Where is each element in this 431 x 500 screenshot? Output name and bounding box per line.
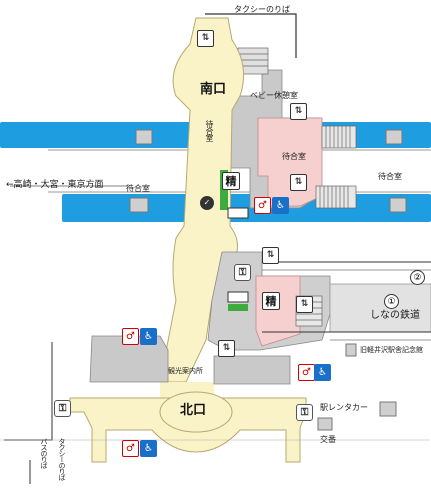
accessible-icon: ♿ [272,197,289,214]
fare-adjustment-lower: 精 [262,292,280,310]
station-building-right-lower [213,355,291,385]
rental-car-building [379,401,397,417]
accessible-icon: ♿ [314,364,331,381]
accessible-icon: ♿ [140,440,157,457]
toilet-icon: ♂ [122,328,139,345]
shelter-left-bottom [129,197,149,213]
direction-label: ←高崎・大宮・東京方面 [6,180,104,190]
south-exit-label: 南口 [200,82,227,97]
waiting-room-pink-label: 待合室 [282,152,306,161]
track-1-badge: ① [384,294,399,309]
baby-room-label: ベビー休憩室 [250,91,298,100]
shelter-right-bottom [389,197,407,213]
waiting-room-concourse-label: 待合室 [205,120,214,141]
memorial-label: 旧軽井沢駅舎記念館 [360,346,423,354]
waiting-room-left-label: 待合室 [126,184,150,193]
elevator-icon: ⇅ [296,296,313,313]
stairs-upper [315,125,357,209]
toilet-icon: ♂ [298,364,315,381]
accessible-icon: ♿ [140,328,157,345]
ticket-machines-upper [220,170,228,210]
koban-label: 交番 [320,435,336,444]
memorial-building [345,343,357,357]
shinano-railway-label: しなの鉄道 [370,310,420,321]
coin-locker-icon: ⚿ [234,264,251,281]
pink-waiting-area [257,117,323,207]
pink-area-lower [255,275,301,347]
ticket-office-icon: ✓ [200,196,214,210]
taxi-top-label: タクシーのりば [234,5,290,14]
toilet-icon: ♂ [122,440,139,457]
bus-bottom-label: バスのりば [40,438,48,468]
elevator-icon: ⇅ [290,174,307,191]
tourist-info-label: 観光案内所 [168,367,203,375]
shelter-right-top [385,129,403,145]
koban-building [317,417,333,431]
elevator-icon: ⇅ [197,30,214,47]
coin-locker-icon: ⚿ [296,404,313,421]
taxi-bottom-label: タクシーのりば [58,438,66,480]
shinano-platform [329,283,431,333]
elevator-icon: ⇅ [218,340,235,357]
coin-locker-icon: ⚿ [54,400,71,417]
stairs-top [237,47,269,75]
elevator-icon: ⇅ [290,103,307,120]
ticket-gate-upper [227,207,249,219]
waiting-room-right-label: 待合室 [378,172,402,181]
ticket-gate-lower [227,291,249,303]
shelter-left-top [135,129,153,145]
taxi-route-bottom [4,342,53,441]
ticket-machines-lower [228,304,248,311]
taxi-route-line [205,13,297,58]
fare-adjustment-upper: 精 [222,172,240,190]
toilet-icon: ♂ [254,197,271,214]
rental-car-label: 駅レンタカー [320,403,368,412]
elevator-icon: ⇅ [262,247,279,264]
north-exit-plaza [159,391,233,433]
north-exit-label: 北口 [180,403,207,418]
track-2-badge: ② [410,270,425,285]
